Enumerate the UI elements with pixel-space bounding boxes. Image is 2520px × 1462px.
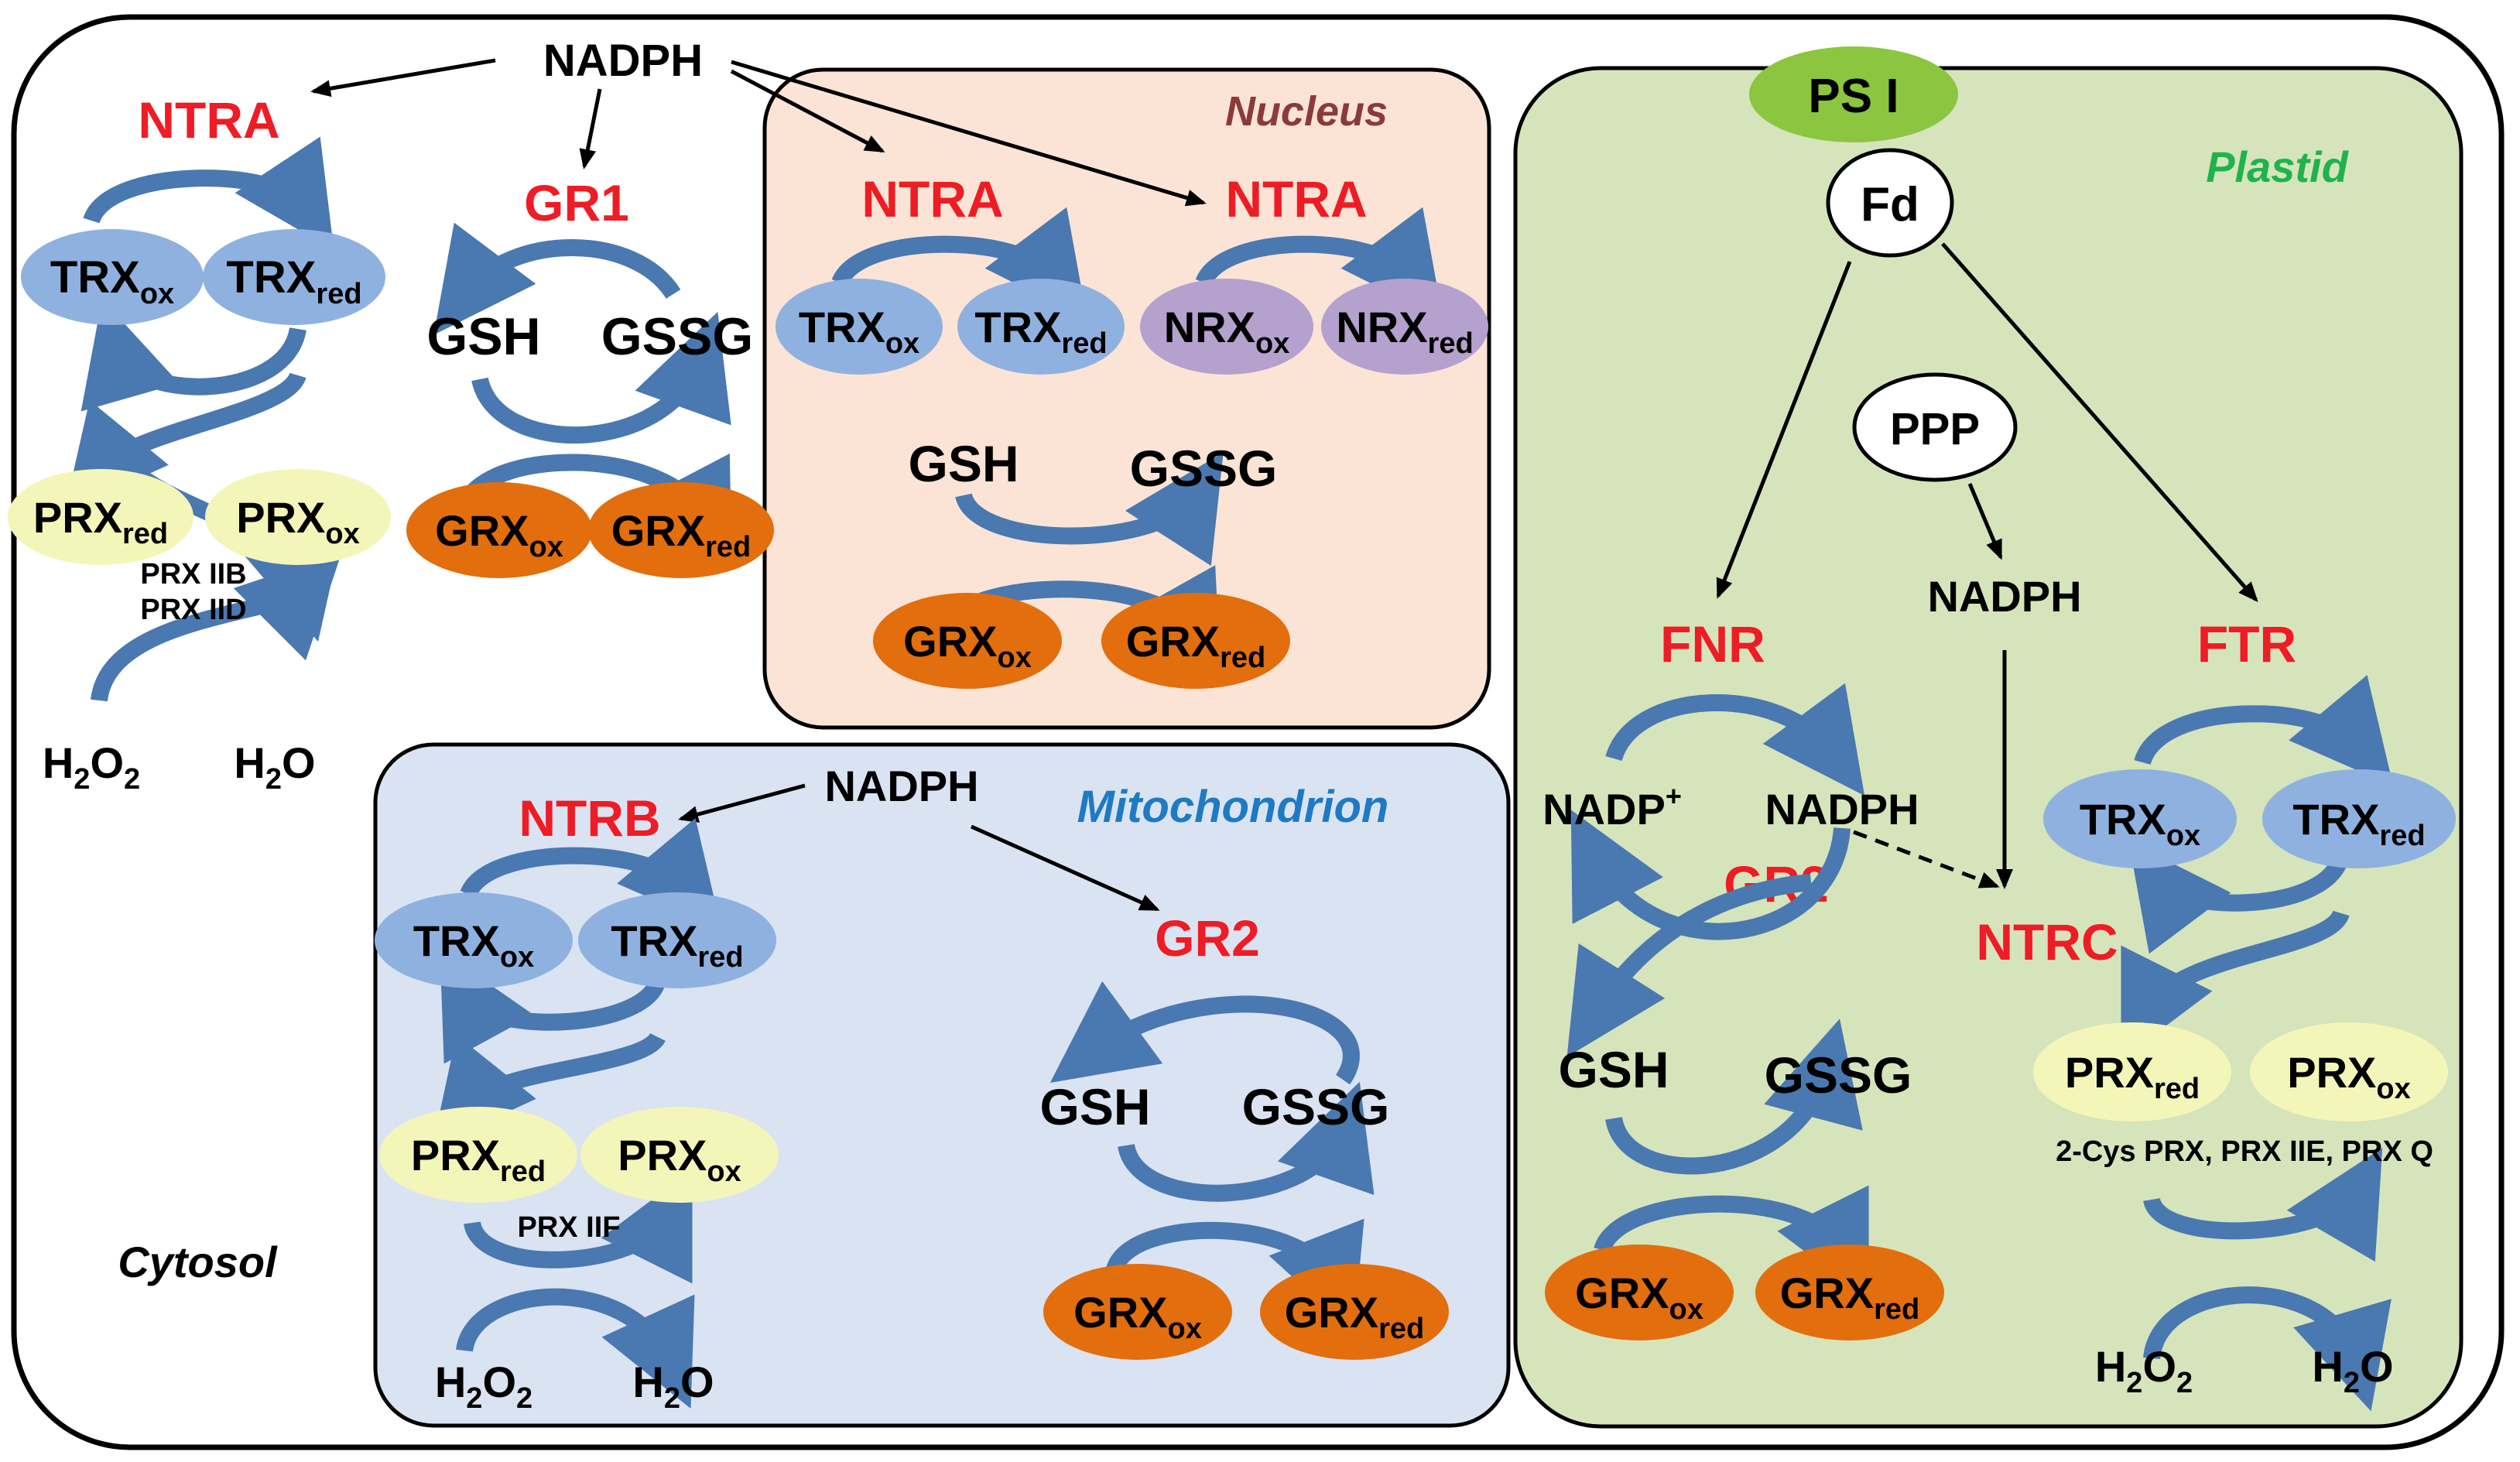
mito-trx-ox (375, 892, 573, 988)
nucleus-trx-red (957, 279, 1125, 375)
mito-h2o2: H2O2 (435, 1358, 532, 1415)
plastid-ftr-label: FTR (2197, 615, 2296, 673)
plastid-title: Plastid (2206, 142, 2349, 191)
svg-text:PRXred: PRXred (411, 1131, 546, 1188)
svg-text:TRXox: TRXox (50, 252, 174, 310)
mito-gssg: GSSG (1242, 1078, 1390, 1135)
mito-grx-red (1260, 1264, 1449, 1360)
nucleus-gssg: GSSG (1130, 440, 1278, 497)
nucleus-nrx-red (1321, 279, 1488, 375)
mito-prx-note: PRX IIF (517, 1211, 620, 1244)
mito-prx-ox (580, 1107, 779, 1203)
svg-text:NRXred: NRXred (1336, 303, 1473, 360)
plastid-ftr-arcs (2121, 675, 2394, 1412)
cytosol-trx-red (203, 229, 385, 325)
plastid-ntrc-label: NTRC (1976, 913, 2118, 971)
plastid-prx-ox (2250, 1022, 2448, 1121)
plastid-fnr-label: FNR (1660, 615, 1765, 673)
cytosol-grx-ox (406, 482, 592, 578)
svg-text:NRXox: NRXox (1164, 303, 1290, 360)
nucleus-gsh: GSH (908, 435, 1019, 492)
cytosol-prx-red (8, 469, 193, 565)
plastid-prx-red (2033, 1022, 2231, 1121)
mito-gr2-arcs (1049, 981, 1375, 1333)
mito-trx-red (578, 892, 776, 988)
svg-text:TRXred: TRXred (2292, 795, 2425, 852)
plastid-nadp-plus: NADP+ (1542, 780, 1682, 834)
cytosol-title: Cytosol (118, 1238, 278, 1286)
svg-text:TRXred: TRXred (974, 303, 1107, 360)
svg-text:GRXred: GRXred (611, 506, 752, 563)
plastid-trx-red (2262, 769, 2456, 868)
svg-text:PRXox: PRXox (618, 1131, 741, 1188)
mito-nadph-arrows (678, 783, 1160, 912)
svg-text:GRXox: GRXox (435, 506, 563, 563)
cytosol-prx-note-2: PRX IID (140, 594, 246, 626)
mito-gr2-label: GR2 (1155, 909, 1260, 967)
svg-text:GRXred: GRXred (1126, 617, 1266, 674)
mito-h2o: H2O (632, 1358, 714, 1415)
nucleus-title: Nucleus (1225, 88, 1388, 135)
svg-text:GRXred: GRXred (1285, 1288, 1425, 1345)
plastid-arrows (1716, 242, 2258, 889)
nucleus-grx-red (1101, 593, 1290, 689)
plastid-fnr-arcs (1566, 683, 1869, 1299)
plastid-nadph: NADPH (1927, 572, 2081, 621)
plastid-grx-ox (1545, 1245, 1734, 1340)
plastid-h2o: H2O (2312, 1342, 2393, 1399)
svg-text:TRXox: TRXox (2080, 795, 2200, 852)
cytosol-nadph: NADPH (543, 36, 703, 86)
svg-text:Fd: Fd (1861, 178, 1919, 231)
nucleus-grx-ox (873, 593, 1062, 689)
mitochondrion-title: Mitochondrion (1077, 782, 1389, 832)
mito-nadph: NADPH (824, 762, 978, 810)
mito-gsh: GSH (1039, 1078, 1150, 1135)
cytosol-nadph-arrows (310, 58, 1207, 207)
cytosol-trx-ox (21, 229, 204, 325)
plastid-gssg: GSSG (1765, 1046, 1912, 1104)
svg-text:GRXox: GRXox (903, 617, 1032, 674)
cytosol-prx-ox (205, 469, 391, 565)
svg-text:GRXred: GRXred (1780, 1269, 1920, 1326)
svg-text:PRXred: PRXred (33, 493, 168, 550)
svg-text:PRXred: PRXred (2065, 1048, 2200, 1105)
svg-text:GRXox: GRXox (1073, 1288, 1202, 1345)
svg-text:TRXox: TRXox (413, 916, 534, 974)
svg-text:TRXox: TRXox (799, 303, 919, 360)
cytosol-h2o2: H2O2 (43, 738, 140, 796)
plastid-grx-red (1755, 1245, 1944, 1340)
cytosol-h2o: H2O (234, 738, 315, 796)
svg-text:TRXred: TRXred (611, 916, 743, 974)
mito-prx-red (379, 1107, 577, 1203)
nucleus-ntra-1: NTRA (861, 170, 1003, 228)
svg-text:PS I: PS I (1808, 70, 1899, 123)
cytosol-grx-red (588, 482, 774, 578)
nucleus-nrx-ox (1140, 279, 1313, 375)
svg-text:GRXox: GRXox (1575, 1269, 1703, 1326)
svg-text:PRXox: PRXox (2287, 1048, 2411, 1105)
plastid-fd (1826, 148, 1954, 258)
plastid-h2o2: H2O2 (2095, 1342, 2193, 1399)
mito-grx-ox (1043, 1264, 1232, 1360)
cytosol-ntra-label: NTRA (138, 91, 279, 149)
plastid-trx-ox (2043, 769, 2237, 868)
plastid-nadph-2: NADPH (1765, 785, 1919, 834)
plastid-ppp (1852, 372, 2018, 482)
cytosol-prx-note-1: PRX IIB (140, 558, 246, 591)
cytosol-gsh: GSH (426, 307, 540, 366)
mito-ntrb-label: NTRB (519, 789, 660, 847)
nucleus-trx-ox (776, 279, 943, 375)
svg-text:TRXred: TRXred (226, 252, 361, 310)
plastid-prx-note: 2-Cys PRX, PRX IIE, PRX Q (2056, 1135, 2433, 1168)
svg-text:PPP: PPP (1890, 404, 1980, 454)
plastid-psi (1749, 46, 1958, 142)
nucleus-ntra-2: NTRA (1225, 170, 1367, 228)
plastid-gsh: GSH (1558, 1041, 1669, 1098)
nucleus-box (762, 67, 1491, 730)
cytosol-gr1-label: GR1 (524, 174, 629, 231)
cytosol-gssg: GSSG (601, 307, 754, 366)
svg-text:PRXox: PRXox (236, 493, 360, 550)
mito-ntrb-arcs (432, 818, 722, 1409)
